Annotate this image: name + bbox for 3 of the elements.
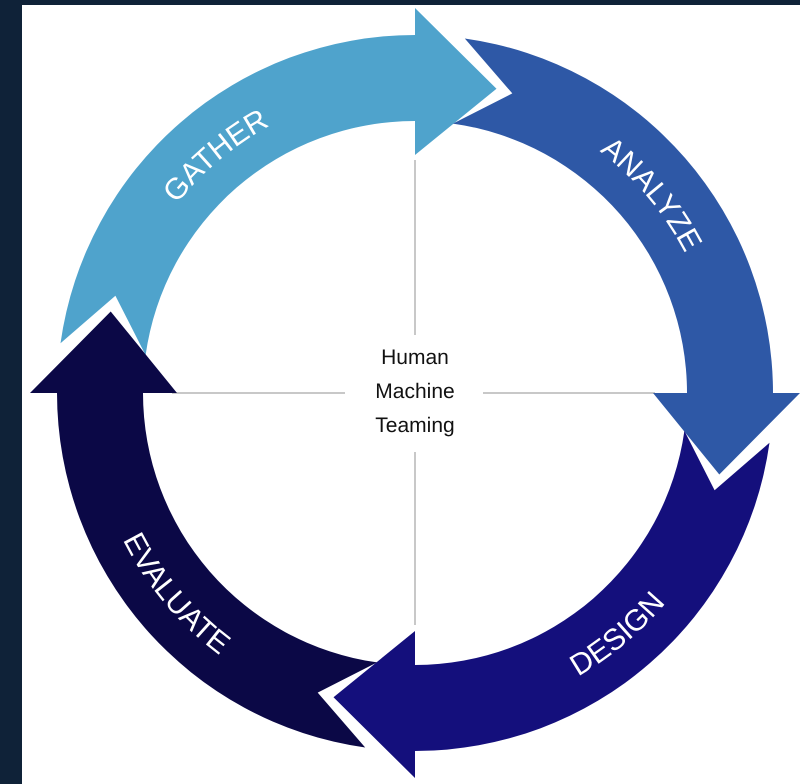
curved-stage-band [452,38,800,474]
center-label: Human Machine Teaming [350,341,480,443]
curved-stage-band [30,312,378,748]
